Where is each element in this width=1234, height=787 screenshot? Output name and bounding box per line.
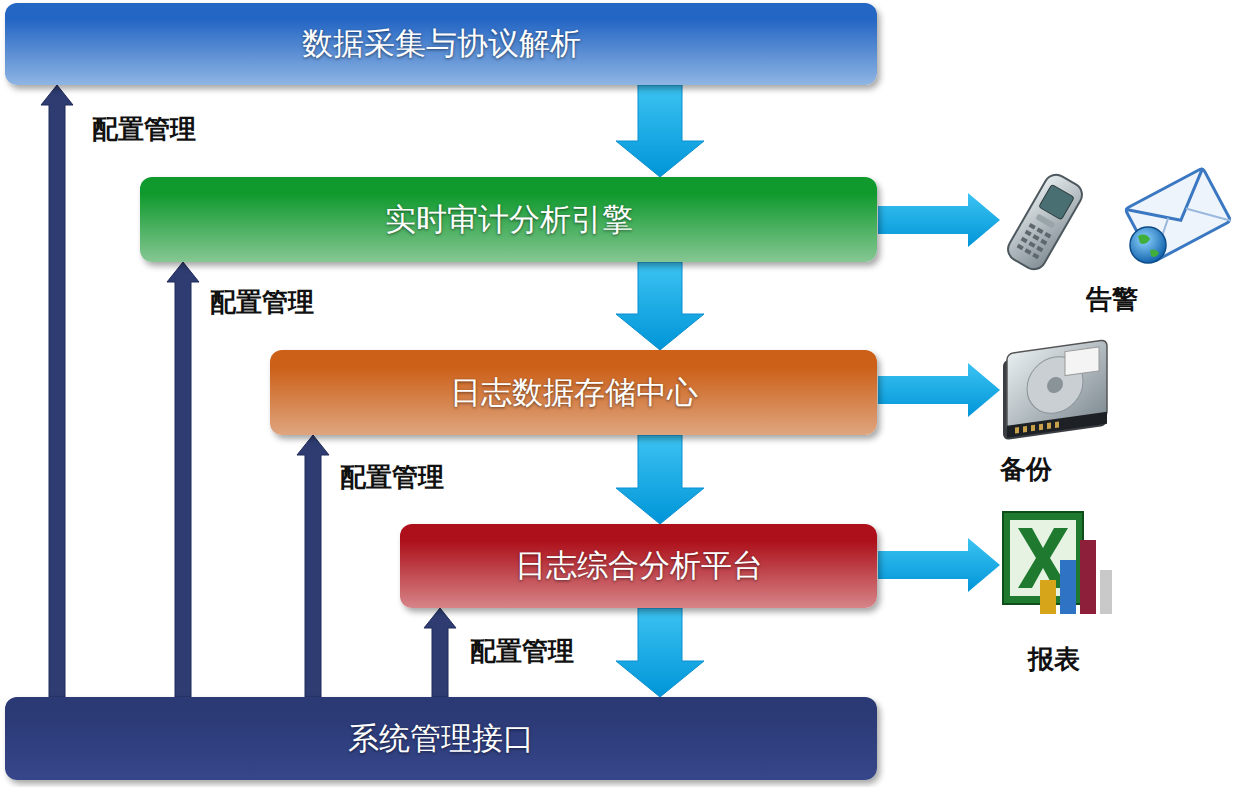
flow-arrow bbox=[616, 608, 704, 697]
icon-caption: 报表 bbox=[1028, 642, 1080, 677]
email-icon bbox=[1125, 168, 1231, 263]
process-box: 日志数据存储中心 bbox=[270, 350, 877, 435]
box-title: 数据采集与协议解析 bbox=[302, 23, 581, 65]
flow-arrow bbox=[616, 435, 704, 524]
arrow-label: 配置管理 bbox=[340, 460, 444, 495]
process-box: 实时审计分析引擎 bbox=[140, 177, 877, 262]
arrow-shape bbox=[167, 262, 199, 697]
arrow-shape bbox=[616, 435, 704, 524]
hard-disk-icon bbox=[1003, 340, 1107, 441]
arrow-shape bbox=[616, 608, 704, 697]
arrow-shape bbox=[424, 608, 456, 697]
arrow-shape bbox=[297, 435, 329, 697]
arrow-shape bbox=[616, 85, 704, 177]
flow-arrow bbox=[616, 85, 704, 177]
config-arrow bbox=[41, 85, 73, 697]
icon-caption: 备份 bbox=[1000, 452, 1052, 487]
banner-box: 系统管理接口 bbox=[5, 697, 877, 780]
process-box: 日志综合分析平台 bbox=[400, 524, 877, 608]
arrow-label: 配置管理 bbox=[470, 634, 574, 669]
box-title: 日志数据存储中心 bbox=[450, 372, 698, 414]
arrow-shape bbox=[616, 262, 704, 350]
phone-icon bbox=[1004, 170, 1087, 273]
banner-box: 数据采集与协议解析 bbox=[5, 3, 877, 85]
arrow-shape bbox=[41, 85, 73, 697]
box-title: 实时审计分析引擎 bbox=[385, 199, 633, 241]
box-title: 系统管理接口 bbox=[348, 718, 534, 760]
config-arrow bbox=[167, 262, 199, 697]
output-arrow bbox=[878, 193, 1000, 592]
spreadsheet-icon bbox=[1003, 512, 1112, 614]
config-arrow bbox=[297, 435, 329, 697]
box-title: 日志综合分析平台 bbox=[515, 545, 763, 587]
flow-arrow bbox=[616, 262, 704, 350]
icon-caption: 告警 bbox=[1086, 282, 1138, 317]
arrow-label: 配置管理 bbox=[92, 112, 196, 147]
config-arrow bbox=[424, 608, 456, 697]
arrow-label: 配置管理 bbox=[210, 285, 314, 320]
